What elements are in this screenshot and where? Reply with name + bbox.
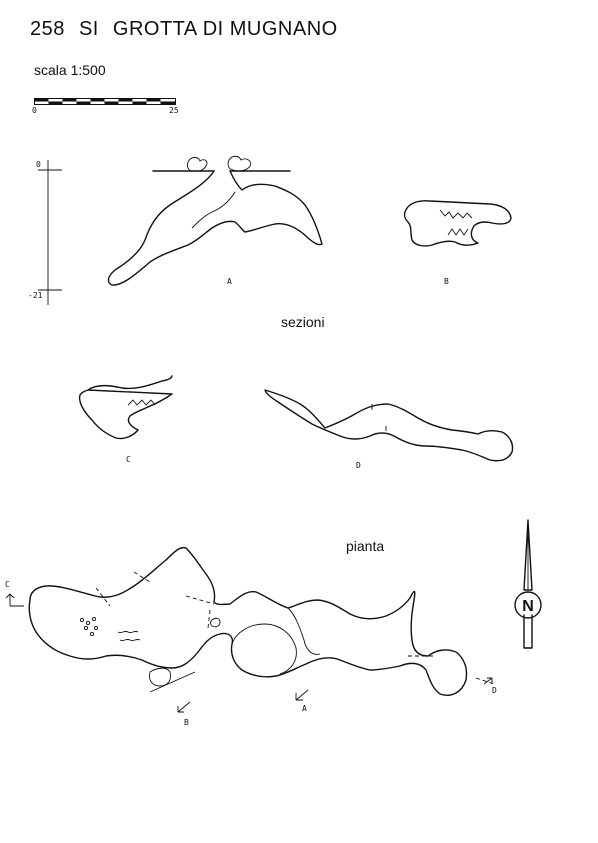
section-b-drawing [403,200,512,247]
section-label-a: A [227,277,232,286]
section-c-drawing [78,375,173,440]
boulder-cluster [79,616,99,637]
north-arrow-icon [514,519,542,649]
depth-bottom-label: -21 [28,291,43,300]
scale-bar [34,93,176,105]
depth-top-label: 0 [36,160,41,169]
sections-heading: sezioni [281,314,325,330]
section-label-b: B [444,277,449,286]
section-label-d: D [356,461,361,470]
cave-number: 258 [30,18,65,40]
page-title: 258 SI GROTTA DI MUGNANO [30,18,346,41]
region-code: SI [78,18,99,40]
scale-bar-start-label: 0 [32,106,37,115]
plan-heading: pianta [346,538,385,554]
plan-view-drawing [5,546,495,713]
plan-marker-a: A [302,704,307,713]
cave-name: GROTTA DI MUGNANO [112,18,338,40]
section-label-c: C [126,455,131,464]
scale-bar-end-label: 25 [169,106,179,115]
plan-marker-b: B [184,718,189,727]
scale-label: scala 1:500 [34,62,106,78]
depth-axis [38,160,62,305]
north-label: N [522,598,534,615]
plan-marker-c: C [5,580,10,589]
section-a-drawing [107,155,323,286]
section-d-drawing [264,389,514,462]
scale-bar-graphic [34,98,176,105]
plan-marker-d: D [492,686,497,695]
